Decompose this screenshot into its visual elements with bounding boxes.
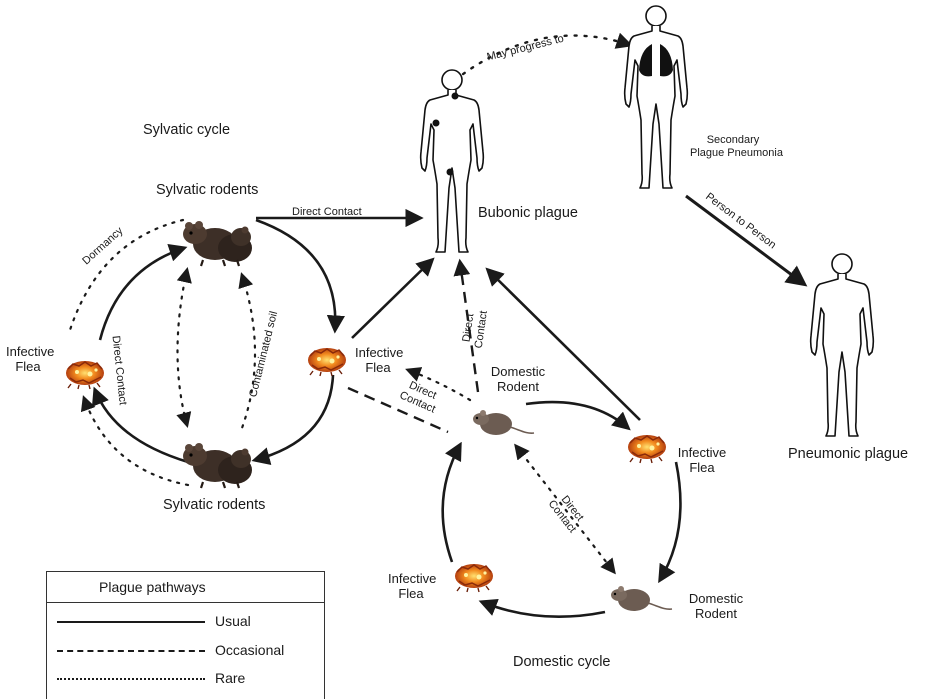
- sylvatic-cycle-label: Sylvatic cycle: [143, 122, 230, 139]
- bubonic-plague-label: Bubonic plague: [478, 205, 578, 222]
- secondary-label-line1: Secondary: [690, 134, 776, 147]
- secondary-pneumonia-label: Secondary Plague Pneumonia: [690, 134, 776, 159]
- infective-flea-bottom-icon: [455, 564, 493, 592]
- flea-right-line2: Flea: [674, 461, 730, 476]
- dr-top-line1: Domestic: [488, 365, 548, 380]
- legend-item-rare: Rare: [57, 669, 319, 689]
- domestic-cycle-label: Domestic cycle: [513, 654, 611, 671]
- sylvatic-rodents-bottom-label: Sylvatic rodents: [163, 497, 265, 514]
- infective-flea-right-label: Infective Flea: [674, 446, 730, 476]
- domestic-rodent-top-label: Domestic Rodent: [488, 365, 548, 395]
- legend-item-usual: Usual: [57, 612, 319, 632]
- legend-title-row: Plague pathways: [47, 572, 324, 603]
- legend-item-occasional: Occasional: [57, 641, 319, 661]
- secondary-label-line2: Plague Pneumonia: [690, 147, 776, 160]
- infective-flea-mid-label: Infective Flea: [355, 346, 401, 376]
- pneumonic-plague-human-icon: [811, 254, 874, 436]
- sylvatic-rodents-top-label: Sylvatic rodents: [156, 182, 258, 199]
- infective-flea-right-icon: [628, 435, 666, 463]
- legend-box: Plague pathways Usual Occasional Rare: [46, 571, 325, 699]
- flea-mid-line2: Flea: [355, 361, 401, 376]
- legend-label-occasional: Occasional: [215, 642, 284, 658]
- flea-bottom-line2: Flea: [388, 587, 434, 602]
- secondary-pneumonia-human-icon: [625, 6, 688, 188]
- pneumonic-plague-label: Pneumonic plague: [788, 446, 908, 463]
- legend-title: Plague pathways: [99, 579, 206, 595]
- flea-left-line1: Infective: [6, 345, 50, 360]
- dr-bottom-line1: Domestic: [686, 592, 746, 607]
- sylvatic-rodent-top-icon: [183, 221, 252, 266]
- infective-flea-left-label: Infective Flea: [6, 345, 50, 375]
- direct-contact-top-label: Direct Contact: [292, 206, 362, 219]
- legend-dashed-line: [57, 650, 205, 652]
- infective-flea-bottom-label: Infective Flea: [388, 572, 434, 602]
- flea-bottom-line1: Infective: [388, 572, 434, 587]
- dr-top-line2: Rodent: [488, 380, 548, 395]
- domestic-rodent-bottom-label: Domestic Rodent: [686, 592, 746, 622]
- flea-mid-line1: Infective: [355, 346, 401, 361]
- legend-label-rare: Rare: [215, 670, 245, 686]
- legend-label-usual: Usual: [215, 613, 251, 629]
- flea-left-line2: Flea: [6, 360, 50, 375]
- infective-flea-mid-icon: [308, 348, 346, 376]
- flea-right-line1: Infective: [674, 446, 730, 461]
- legend-solid-line: [57, 621, 205, 623]
- infective-flea-left-icon: [66, 361, 104, 389]
- legend-dotted-line: [57, 678, 205, 680]
- domestic-rodent-bottom-icon: [611, 586, 672, 611]
- sylvatic-rodent-bottom-icon: [183, 443, 252, 488]
- dr-bottom-line2: Rodent: [686, 607, 746, 622]
- domestic-rodent-top-icon: [473, 410, 534, 435]
